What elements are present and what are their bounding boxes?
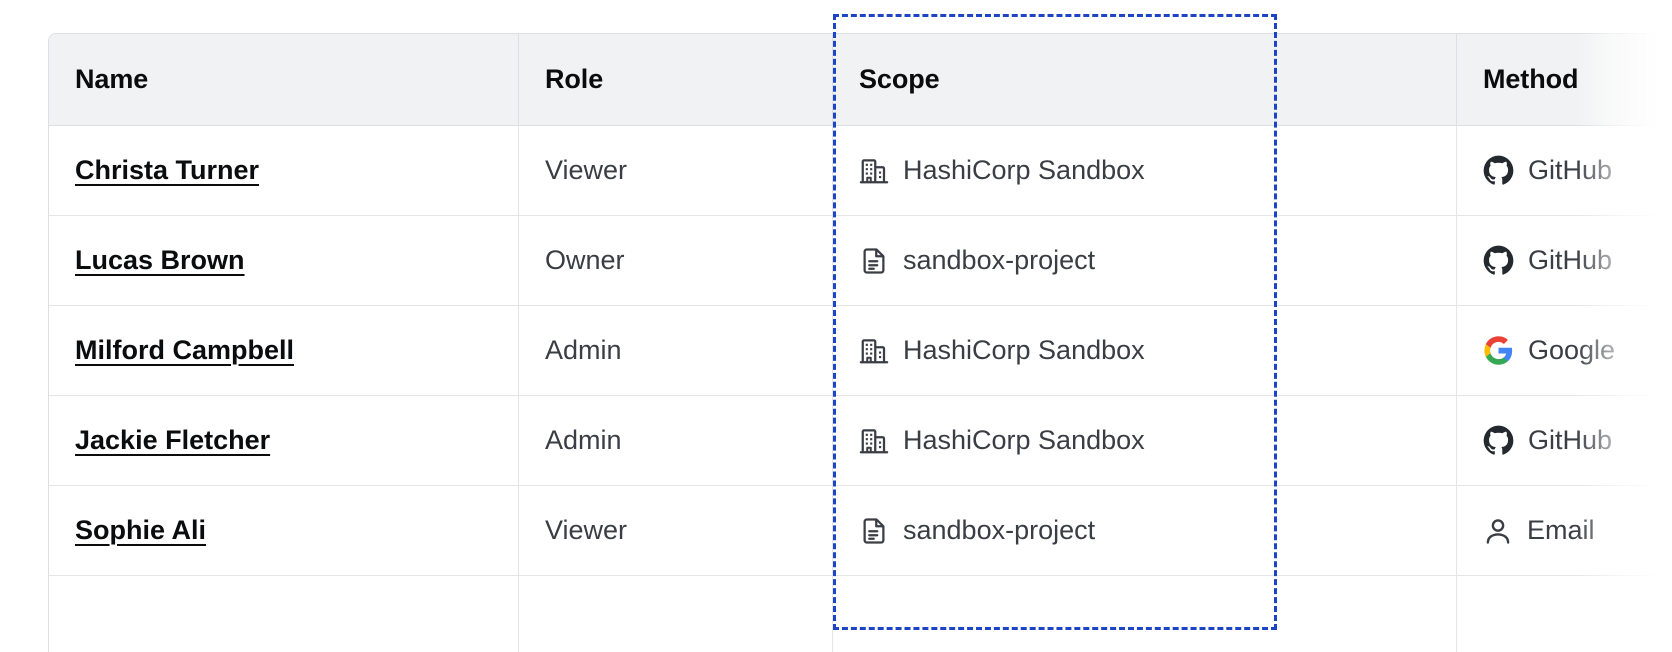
cell-name: Christa Turner — [49, 126, 519, 216]
method-cell-content: GitHub — [1483, 425, 1672, 456]
table-row[interactable]: Jackie Fletcher Admin HashiCorp Sandbox Git… — [49, 396, 1672, 486]
cell-method: Google — [1457, 306, 1672, 396]
project-file-icon — [859, 516, 889, 546]
cell-scope — [833, 576, 1457, 652]
github-icon — [1483, 155, 1514, 186]
google-icon — [1483, 335, 1514, 366]
cell-method — [1457, 576, 1672, 652]
organization-building-icon — [859, 156, 889, 186]
cell-scope: sandbox-project — [833, 216, 1457, 306]
table-row[interactable]: Lucas Brown Owner sandbox-project GitHub — [49, 216, 1672, 306]
cell-method: GitHub — [1457, 396, 1672, 486]
cell-role: Viewer — [519, 126, 833, 216]
table-row[interactable]: Sophie Ali Viewer sandbox-project Email — [49, 486, 1672, 576]
scope-label: HashiCorp Sandbox — [903, 335, 1145, 365]
project-file-icon — [859, 246, 889, 276]
role-value: Viewer — [545, 515, 628, 545]
cell-role: Owner — [519, 216, 833, 306]
user-person-icon — [1483, 516, 1513, 546]
github-icon — [1483, 425, 1514, 456]
method-cell-content: Email — [1483, 515, 1672, 546]
scope-label: HashiCorp Sandbox — [903, 155, 1145, 185]
user-name-link[interactable]: Milford Campbell — [75, 335, 295, 365]
method-label: Google — [1528, 335, 1616, 365]
organization-building-icon — [859, 426, 889, 456]
method-label: Email — [1527, 515, 1595, 545]
role-value: Admin — [545, 335, 622, 365]
cell-role: Viewer — [519, 486, 833, 576]
role-value: Owner — [545, 245, 625, 275]
scope-cell-content: sandbox-project — [859, 515, 1430, 546]
cell-name — [49, 576, 519, 652]
table-header: Name Role Scope Method — [49, 34, 1672, 126]
cell-role — [519, 576, 833, 652]
cell-scope: HashiCorp Sandbox — [833, 126, 1457, 216]
method-label: GitHub — [1528, 155, 1613, 185]
column-header-name[interactable]: Name — [49, 34, 519, 126]
cell-name: Lucas Brown — [49, 216, 519, 306]
user-name-link[interactable]: Sophie Ali — [75, 515, 207, 545]
scope-cell-content: sandbox-project — [859, 245, 1430, 276]
cell-scope: HashiCorp Sandbox — [833, 396, 1457, 486]
cell-role: Admin — [519, 396, 833, 486]
method-label: GitHub — [1528, 245, 1613, 275]
table-header-row: Name Role Scope Method — [49, 34, 1672, 126]
scope-label: sandbox-project — [903, 515, 1096, 545]
user-name-link[interactable]: Christa Turner — [75, 155, 260, 185]
github-icon — [1483, 245, 1514, 276]
scope-cell-content: HashiCorp Sandbox — [859, 335, 1430, 366]
scope-label: HashiCorp Sandbox — [903, 425, 1145, 455]
table-row[interactable] — [49, 576, 1672, 652]
table-row[interactable]: Christa Turner Viewer HashiCorp Sandbox Git… — [49, 126, 1672, 216]
method-cell-content: GitHub — [1483, 245, 1672, 276]
cell-name: Milford Campbell — [49, 306, 519, 396]
cell-method: Email — [1457, 486, 1672, 576]
scope-cell-content: HashiCorp Sandbox — [859, 425, 1430, 456]
cell-role: Admin — [519, 306, 833, 396]
cell-scope: HashiCorp Sandbox — [833, 306, 1457, 396]
method-label: GitHub — [1528, 425, 1613, 455]
cell-name: Sophie Ali — [49, 486, 519, 576]
user-name-link[interactable]: Lucas Brown — [75, 245, 245, 275]
table-row[interactable]: Milford Campbell Admin HashiCorp Sandbox Go… — [49, 306, 1672, 396]
column-header-role[interactable]: Role — [519, 34, 833, 126]
role-value: Viewer — [545, 155, 628, 185]
user-name-link[interactable]: Jackie Fletcher — [75, 425, 271, 455]
column-header-method[interactable]: Method — [1457, 34, 1672, 126]
scope-cell-content: HashiCorp Sandbox — [859, 155, 1430, 186]
cell-method: GitHub — [1457, 126, 1672, 216]
scope-label: sandbox-project — [903, 245, 1096, 275]
cell-scope: sandbox-project — [833, 486, 1457, 576]
column-header-scope[interactable]: Scope — [833, 34, 1457, 126]
cell-method: GitHub — [1457, 216, 1672, 306]
organization-building-icon — [859, 336, 889, 366]
method-cell-content: GitHub — [1483, 155, 1672, 186]
role-value: Admin — [545, 425, 622, 455]
method-cell-content: Google — [1483, 335, 1672, 366]
cell-name: Jackie Fletcher — [49, 396, 519, 486]
